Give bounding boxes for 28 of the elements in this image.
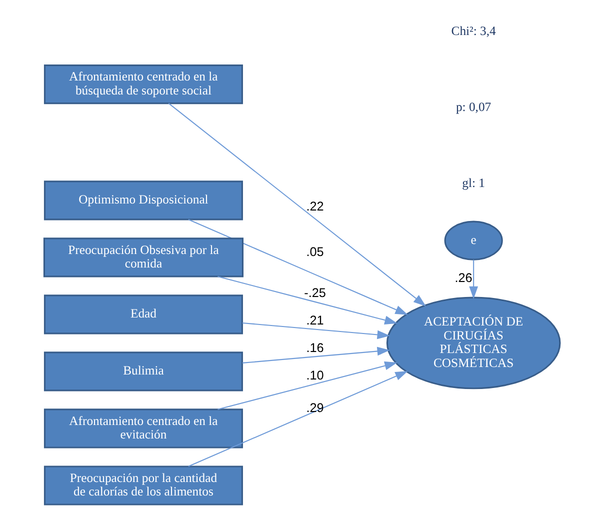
edge-label: .26 bbox=[454, 270, 472, 285]
edge-label: .16 bbox=[306, 341, 324, 356]
node-box: Preocupación por la cantidad de calorías de los alimentos bbox=[44, 466, 243, 506]
edge-label: -.25 bbox=[304, 286, 326, 300]
edge-label: .29 bbox=[306, 401, 324, 416]
label: p: 0,07 bbox=[456, 100, 492, 114]
node-box: Afrontamiento centrado en la evitación bbox=[44, 408, 243, 448]
arrow bbox=[218, 276, 398, 324]
arrow bbox=[168, 102, 426, 306]
node-ellipse: e bbox=[444, 220, 503, 260]
edge-label: .10 bbox=[306, 368, 324, 382]
arrow bbox=[188, 371, 408, 467]
node-box: Optimismo Disposicional bbox=[44, 180, 243, 220]
node-box: Bulimia bbox=[44, 352, 243, 392]
edge-label: .21 bbox=[306, 314, 324, 328]
arrow bbox=[188, 219, 408, 315]
arrow bbox=[469, 260, 478, 300]
edge-label: .22 bbox=[306, 200, 324, 214]
label: gl: 1 bbox=[462, 176, 485, 190]
edge-label: .05 bbox=[306, 244, 324, 259]
arrow bbox=[242, 322, 390, 340]
node-box: Edad bbox=[44, 294, 243, 334]
label: Chi²: 3,4 bbox=[451, 24, 496, 38]
arrow bbox=[242, 346, 390, 364]
node-ellipse: ACEPTACIÓN DE CIRUGÍAS PLÁSTICAS COSMÉTICAS bbox=[386, 296, 561, 390]
node-box: Preocupación Obsesiva por la comida bbox=[43, 238, 244, 278]
arrow bbox=[218, 361, 398, 410]
node-box: Afrontamiento centrado en la búsqueda de soporte social bbox=[44, 64, 243, 104]
